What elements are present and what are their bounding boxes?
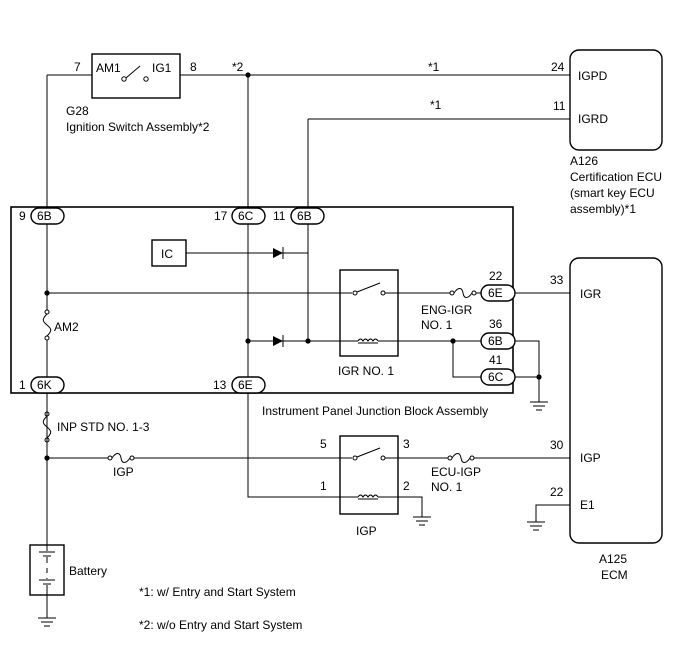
igpd-star1-mark: *1 bbox=[428, 60, 440, 74]
igr-relay-label: IGR NO. 1 bbox=[338, 364, 394, 378]
connector-pin: 1 bbox=[19, 378, 26, 392]
junction-block-name: Instrument Panel Junction Block Assembly bbox=[262, 404, 488, 418]
connector-pin: 13 bbox=[213, 378, 227, 392]
ignition-switch-contact-symbol bbox=[121, 65, 149, 82]
connector-6e-13: 13 6E bbox=[213, 376, 266, 394]
ecm-label-igp: IGP bbox=[580, 451, 601, 465]
connector-id: 6C bbox=[238, 209, 254, 223]
diode-lower bbox=[273, 335, 284, 347]
cert-ecu-name-line1: Certification ECU bbox=[570, 170, 662, 184]
connector-6c-41: 41 6C bbox=[480, 353, 516, 386]
cert-ecu-name-line2: (smart key ECU bbox=[570, 186, 655, 200]
ecm-label-igr: IGR bbox=[580, 287, 602, 301]
connector-pin: 17 bbox=[214, 209, 228, 223]
connector-pin: 22 bbox=[489, 269, 503, 283]
ecm-pin-igp: 30 bbox=[550, 438, 564, 452]
ecm: 33 IGR 30 IGP 22 E1 A125 ECM bbox=[550, 257, 663, 582]
connector-6b-36: 36 6B bbox=[480, 317, 516, 350]
cert-ecu-pin-igrd: 11 bbox=[553, 99, 566, 113]
footnote-no-entry-start: *2: w/o Entry and Start System bbox=[139, 618, 302, 632]
ecm-name: ECM bbox=[601, 568, 628, 582]
cert-ecu-label-igrd: IGRD bbox=[578, 112, 608, 126]
igp-relay-pin1: 1 bbox=[320, 479, 327, 493]
connector-id: 6C bbox=[488, 370, 504, 384]
cert-ecu-label-igpd: IGPD bbox=[578, 69, 608, 83]
igp-relay-pin2: 2 bbox=[403, 479, 410, 493]
connector-id: 6B bbox=[37, 209, 52, 223]
connector-id: 6E bbox=[488, 286, 503, 300]
connector-6k-1: 1 6K bbox=[19, 376, 65, 394]
ic-component: IC bbox=[151, 239, 187, 267]
connector-id: 6B bbox=[488, 334, 503, 348]
ic-label: IC bbox=[161, 247, 173, 261]
ecm-pin-igr: 33 bbox=[550, 273, 564, 287]
footnote-entry-start: *1: w/ Entry and Start System bbox=[139, 585, 296, 599]
ecm-code: A125 bbox=[599, 552, 627, 566]
am2-label: AM2 bbox=[54, 320, 79, 334]
inp-std-fuse: INP STD NO. 1-3 bbox=[42, 411, 150, 443]
connector-id: 6E bbox=[238, 378, 253, 392]
connector-pin: 41 bbox=[489, 353, 503, 367]
connector-6b-11: 11 6B bbox=[273, 207, 325, 225]
cert-ecu-name-line3: assembly)*1 bbox=[570, 202, 636, 216]
igp-relay-label: IGP bbox=[356, 524, 377, 538]
connector-pin: 9 bbox=[19, 209, 26, 223]
ignition-switch-assembly: 7 8 AM1 IG1 G28 Ignition Switch Assembly… bbox=[66, 53, 210, 134]
junction-block: 9 6B 17 6C 11 6B 1 6K 13 6E 22 6E bbox=[10, 206, 516, 418]
wires bbox=[46, 74, 570, 618]
ignition-switch-contact-ig1: IG1 bbox=[152, 61, 172, 75]
ecu-igp-fuse-label-line2: NO. 1 bbox=[431, 480, 463, 494]
igr-relay: IGR NO. 1 bbox=[338, 269, 399, 378]
am2-fuse: AM2 bbox=[42, 309, 79, 341]
certification-ecu: 24 11 IGPD IGRD A126 Certification ECU (… bbox=[551, 49, 663, 216]
battery: Battery bbox=[29, 544, 107, 596]
connector-6b-9: 9 6B bbox=[19, 207, 65, 225]
inp-std-fuse-label: INP STD NO. 1-3 bbox=[57, 420, 150, 434]
eng-igr-fuse: ENG-IGR NO. 1 bbox=[421, 288, 477, 332]
diode-upper bbox=[273, 247, 284, 259]
ecu-igp-fuse: ECU-IGP NO. 1 bbox=[431, 453, 481, 494]
eng-igr-fuse-label-line1: ENG-IGR bbox=[421, 303, 473, 317]
igp-relay: 5 3 1 2 IGP bbox=[320, 435, 410, 538]
ecm-pin-e1: 22 bbox=[550, 485, 564, 499]
ground-symbol bbox=[38, 617, 56, 627]
ground-symbol bbox=[530, 401, 548, 411]
ignition-switch-pin-left: 7 bbox=[74, 60, 81, 74]
igp-fuse-label: IGP bbox=[113, 465, 134, 479]
connector-id: 6B bbox=[297, 209, 312, 223]
connector-id: 6K bbox=[37, 378, 52, 392]
connector-6e-22: 22 6E bbox=[480, 269, 516, 302]
cert-ecu-pin-igpd: 24 bbox=[551, 60, 565, 74]
star2-mark: *2 bbox=[232, 60, 244, 74]
ground-symbol bbox=[413, 516, 431, 526]
ignition-switch-code: G28 bbox=[66, 104, 89, 118]
ground-symbol bbox=[527, 521, 545, 531]
junction-dots bbox=[44, 72, 542, 461]
connector-6c-17: 17 6C bbox=[214, 207, 266, 225]
igp-relay-pin3: 3 bbox=[403, 437, 410, 451]
ignition-switch-contact-am1: AM1 bbox=[96, 61, 121, 75]
ignition-switch-pin-right: 8 bbox=[190, 60, 197, 74]
ecu-igp-fuse-label-line1: ECU-IGP bbox=[431, 465, 481, 479]
igp-fuse: IGP bbox=[107, 453, 135, 479]
ecm-label-e1: E1 bbox=[580, 498, 595, 512]
connector-pin: 36 bbox=[489, 317, 503, 331]
cert-ecu-code: A126 bbox=[570, 154, 598, 168]
connector-pin: 11 bbox=[273, 209, 286, 223]
ignition-switch-name: Ignition Switch Assembly*2 bbox=[66, 120, 210, 134]
battery-label: Battery bbox=[69, 564, 107, 578]
eng-igr-fuse-label-line2: NO. 1 bbox=[421, 318, 453, 332]
igp-relay-pin5: 5 bbox=[320, 437, 327, 451]
igrd-star1-mark: *1 bbox=[430, 98, 442, 112]
